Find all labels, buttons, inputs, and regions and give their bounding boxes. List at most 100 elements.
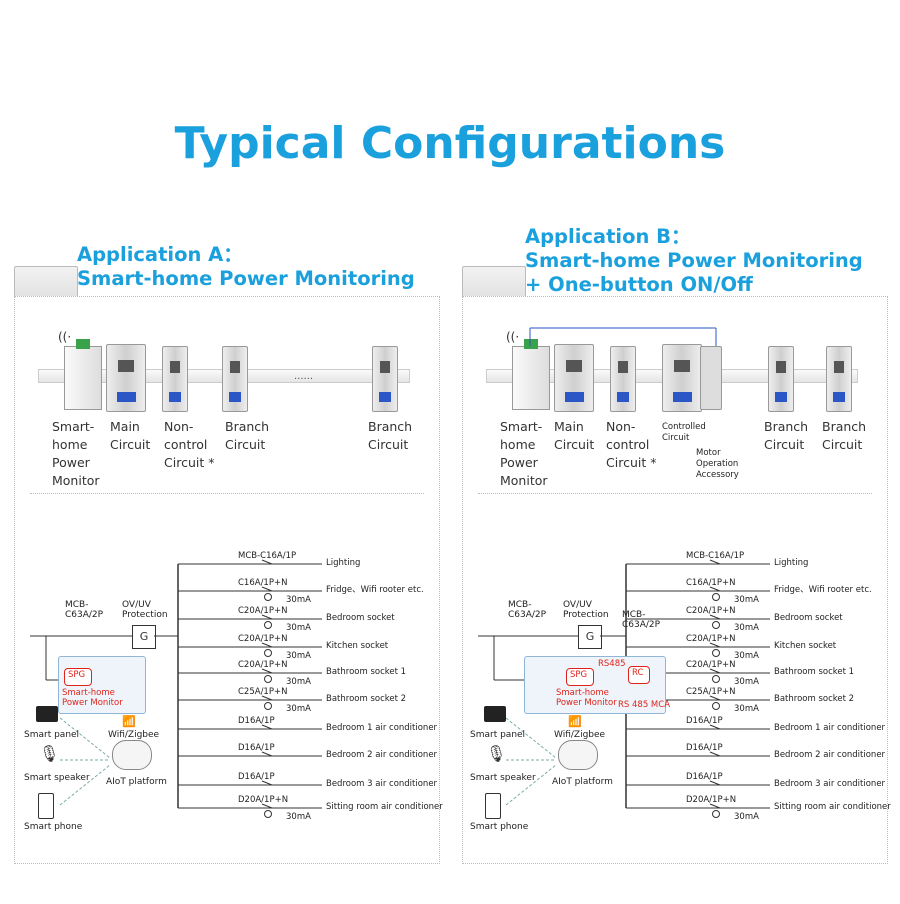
main-breaker-device [106, 344, 146, 412]
g-box: G [132, 625, 156, 649]
wire [59, 717, 111, 759]
rc-box [628, 666, 650, 684]
smartphone-icon [485, 793, 501, 819]
device-label: Main Circuit [110, 419, 151, 452]
smart-panel-icon [36, 706, 58, 722]
smart-panel-label: Smart panel [24, 730, 80, 740]
circuit-breaker-label: C16A/1P+N [238, 578, 288, 588]
wire [709, 695, 721, 701]
rcd-rating-label: 30mA [286, 623, 311, 633]
app-b-heading-line2: Smart-home Power Monitoring [525, 249, 863, 272]
circuit-load-label: Bedroom 3 air conditioner [774, 779, 886, 789]
circuit-breaker-label: D20A/1P+N [238, 795, 289, 805]
branch-breaker-device [222, 346, 248, 412]
wire [261, 695, 273, 701]
circuit-load-label: Fridge、Wifi rooter etc. [774, 585, 872, 595]
device-label: Smart- home Power Monitor [500, 419, 548, 488]
main-breaker-label: MCB- C63A/2P [508, 600, 547, 620]
circuit-load-label: Bedroom 2 air conditioner [774, 750, 886, 760]
wire [709, 751, 721, 757]
wire [709, 803, 721, 809]
second-breaker-label: MCB- C63A/2P [622, 610, 661, 630]
circuit-breaker-label: MCB-C16A/1P [686, 551, 745, 561]
circuit-load-label: Bedroom socket [326, 613, 395, 623]
wifi-icon: 📶 [568, 715, 582, 728]
circuit-load-label: Fridge、Wifi rooter etc. [326, 585, 424, 595]
circuit-load-label: Sitting room air conditioner [326, 802, 443, 812]
controlled-breaker-device [662, 344, 702, 412]
circuit-load-label: Bedroom 3 air conditioner [326, 779, 438, 789]
rcd-symbol [712, 675, 720, 683]
smart-panel-icon [484, 706, 506, 722]
protection-label: OV/UV Protection [563, 600, 609, 620]
device-label: Branch Circuit [822, 419, 867, 452]
rcd-rating-label: 30mA [286, 595, 311, 605]
protection-label: OV/UV Protection [122, 600, 168, 620]
power-monitor-device [512, 339, 550, 410]
circuit-breaker-label: D16A/1P [238, 743, 275, 753]
smart-phone-label: Smart phone [24, 822, 83, 832]
rcd-rating-label: 30mA [734, 651, 759, 661]
ellipsis: ...... [294, 371, 314, 382]
circuit-breaker-label: D20A/1P+N [686, 795, 737, 805]
rcd-rating-label: 30mA [286, 812, 311, 822]
circuit-breaker-label: D16A/1P [686, 716, 723, 726]
circuit-load-label: Bedroom 2 air conditioner [326, 750, 438, 760]
page-title: Typical Configurations [174, 118, 726, 169]
wire [261, 642, 273, 648]
circuit-breaker-label: C20A/1P+N [238, 606, 288, 616]
rcd-symbol [712, 593, 720, 601]
motor-operation-accessory-device [700, 346, 722, 410]
circuit-breaker-label: D16A/1P [686, 743, 723, 753]
device-label: Branch Circuit [225, 419, 270, 452]
wire [505, 764, 557, 806]
wifi-icon: 📶 [122, 715, 136, 728]
smart-speaker-label: Smart speaker [24, 773, 90, 783]
power-monitor-device [64, 339, 102, 410]
wire [709, 780, 721, 786]
wire [261, 559, 273, 565]
device-label: Branch Circuit [764, 419, 809, 452]
circuit-breaker-label: D16A/1P [686, 772, 723, 782]
circuit-load-label: Bedroom 1 air conditioner [326, 723, 438, 733]
device-label: Non- control Circuit * [164, 419, 215, 470]
rc-label: RC [632, 668, 644, 678]
circuit-breaker-label: C20A/1P+N [238, 634, 288, 644]
circuit-breaker-label: C20A/1P+N [686, 634, 736, 644]
smart-speaker-label: Smart speaker [470, 773, 536, 783]
rcd-symbol [712, 810, 720, 818]
main-breaker-label: MCB- C63A/2P [65, 600, 104, 620]
app-a-heading-line2: Smart-home Power Monitoring [77, 267, 415, 290]
circuit-load-label: Bedroom socket [774, 613, 843, 623]
app-a-heading: Application A： Smart-home Power Monitori… [77, 243, 415, 291]
circuit-load-label: Bedroom 1 air conditioner [774, 723, 886, 733]
circuit-load-label: Bathroom socket 2 [326, 694, 407, 704]
wire [261, 724, 273, 730]
rcd-symbol [712, 649, 720, 657]
smart-phone-label: Smart phone [470, 822, 529, 832]
spg-caption: Smart-home Power Monitor [556, 688, 617, 708]
rcd-symbol [264, 702, 272, 710]
app-b-heading-line1: Application B： [525, 225, 691, 248]
cloud-icon [112, 740, 152, 770]
circuit-breaker-label: C16A/1P+N [686, 578, 736, 588]
rcd-symbol [264, 621, 272, 629]
spg-label: SPG [570, 670, 588, 680]
rcd-symbol [264, 593, 272, 601]
rcd-symbol [712, 702, 720, 710]
wifi-label: Wifi/Zigbee [108, 730, 160, 740]
wire [709, 614, 721, 620]
circuit-breaker-label: C20A/1P+N [686, 606, 736, 616]
non-control-breaker-device [162, 346, 188, 412]
device-label: Main Circuit [554, 419, 595, 452]
wireless-signal-icon: ((· [506, 330, 520, 344]
divider [30, 493, 424, 494]
spg-box [566, 668, 594, 686]
app-b-heading: Application B： Smart-home Power Monitori… [525, 225, 863, 297]
g-box: G [578, 625, 602, 649]
wifi-label: Wifi/Zigbee [554, 730, 606, 740]
wire [261, 780, 273, 786]
non-control-breaker-device [610, 346, 636, 412]
rcd-rating-label: 30mA [734, 623, 759, 633]
wire [59, 764, 111, 806]
